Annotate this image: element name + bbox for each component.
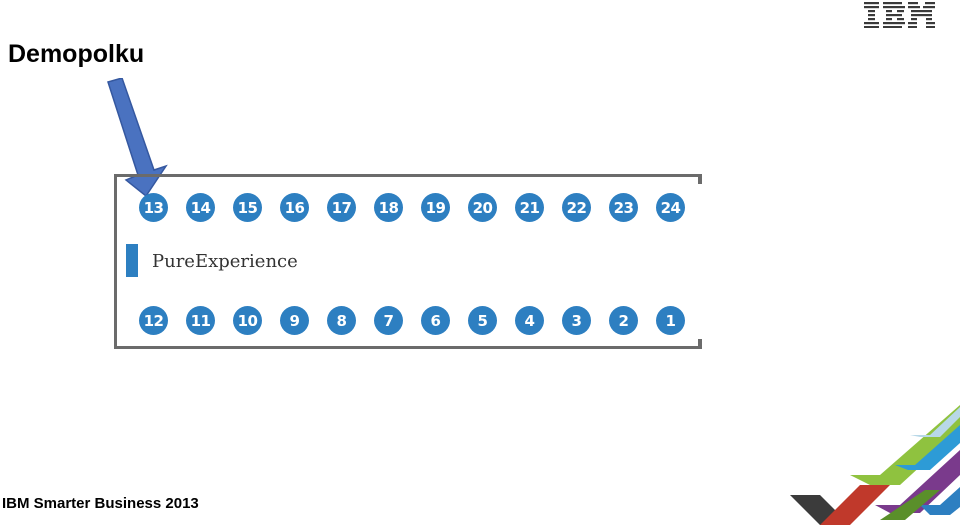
brand-bar xyxy=(126,244,138,277)
footer-text: IBM Smarter Business 2013 xyxy=(2,495,199,512)
seat-17: 17 xyxy=(327,193,356,222)
stripes-decor-icon xyxy=(790,405,960,525)
seat-20: 20 xyxy=(468,193,497,222)
frame-edge xyxy=(698,339,702,349)
seat-24: 24 xyxy=(656,193,685,222)
seat-8: 8 xyxy=(327,306,356,335)
seat-2: 2 xyxy=(609,306,638,335)
seat-5: 5 xyxy=(468,306,497,335)
seat-21: 21 xyxy=(515,193,544,222)
booth-frame xyxy=(114,174,702,349)
page-title: Demopolku xyxy=(8,40,145,68)
seat-16: 16 xyxy=(280,193,309,222)
seat-12: 12 xyxy=(139,306,168,335)
seat-10: 10 xyxy=(233,306,262,335)
frame-edge xyxy=(698,174,702,184)
seat-9: 9 xyxy=(280,306,309,335)
seat-14: 14 xyxy=(186,193,215,222)
seat-6: 6 xyxy=(421,306,450,335)
seat-18: 18 xyxy=(374,193,403,222)
seat-3: 3 xyxy=(562,306,591,335)
seat-15: 15 xyxy=(233,193,262,222)
seat-1: 1 xyxy=(656,306,685,335)
seat-22: 22 xyxy=(562,193,591,222)
seat-11: 11 xyxy=(186,306,215,335)
seat-19: 19 xyxy=(421,193,450,222)
ibm-logo-icon xyxy=(864,2,935,28)
seat-13: 13 xyxy=(139,193,168,222)
brand-label: PureExperience xyxy=(152,251,298,272)
seat-23: 23 xyxy=(609,193,638,222)
seat-7: 7 xyxy=(374,306,403,335)
seat-4: 4 xyxy=(515,306,544,335)
